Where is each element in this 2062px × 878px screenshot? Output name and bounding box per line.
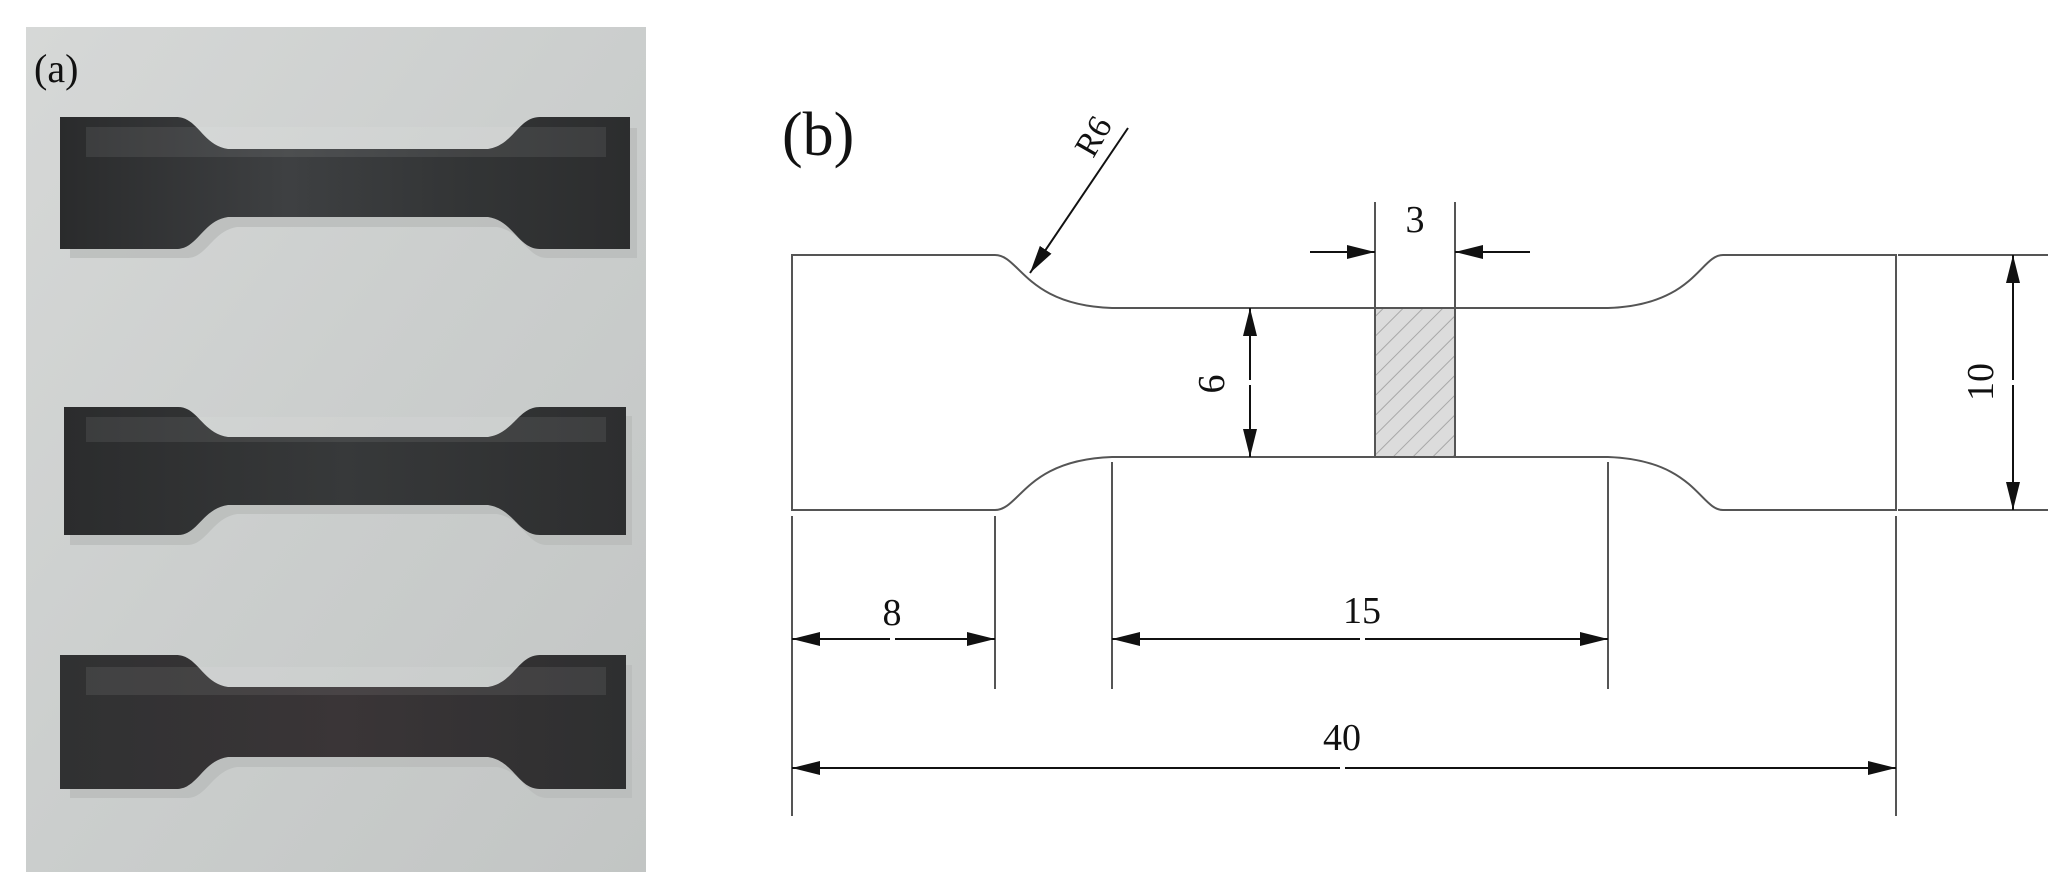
overall-length-dimension-label: 40 bbox=[1323, 717, 1361, 759]
specimen-2 bbox=[64, 407, 626, 535]
gauge-section-hatch bbox=[1374, 307, 1456, 458]
gauge-width-dimension-label: 3 bbox=[1406, 199, 1425, 241]
neck-length-dimension-label: 15 bbox=[1343, 590, 1381, 632]
panel-b-label: (b) bbox=[782, 101, 854, 169]
specimen-photo-panel: (a) bbox=[26, 27, 646, 872]
overall-height-dimension-label: 10 bbox=[1960, 363, 2002, 401]
dimension-lines bbox=[792, 127, 2020, 775]
specimen-drawing-panel: (b) R6 3 6 bbox=[782, 101, 2048, 816]
neck-height-dimension-label: 6 bbox=[1191, 375, 1233, 394]
radius-dimension-label: R6 bbox=[1068, 110, 1120, 163]
shoulder-length-dimension-label: 8 bbox=[883, 592, 902, 634]
panel-a-label: (a) bbox=[34, 46, 78, 91]
specimen-outline bbox=[791, 254, 1897, 511]
specimen-1 bbox=[60, 117, 630, 249]
specimen-3 bbox=[60, 655, 626, 789]
